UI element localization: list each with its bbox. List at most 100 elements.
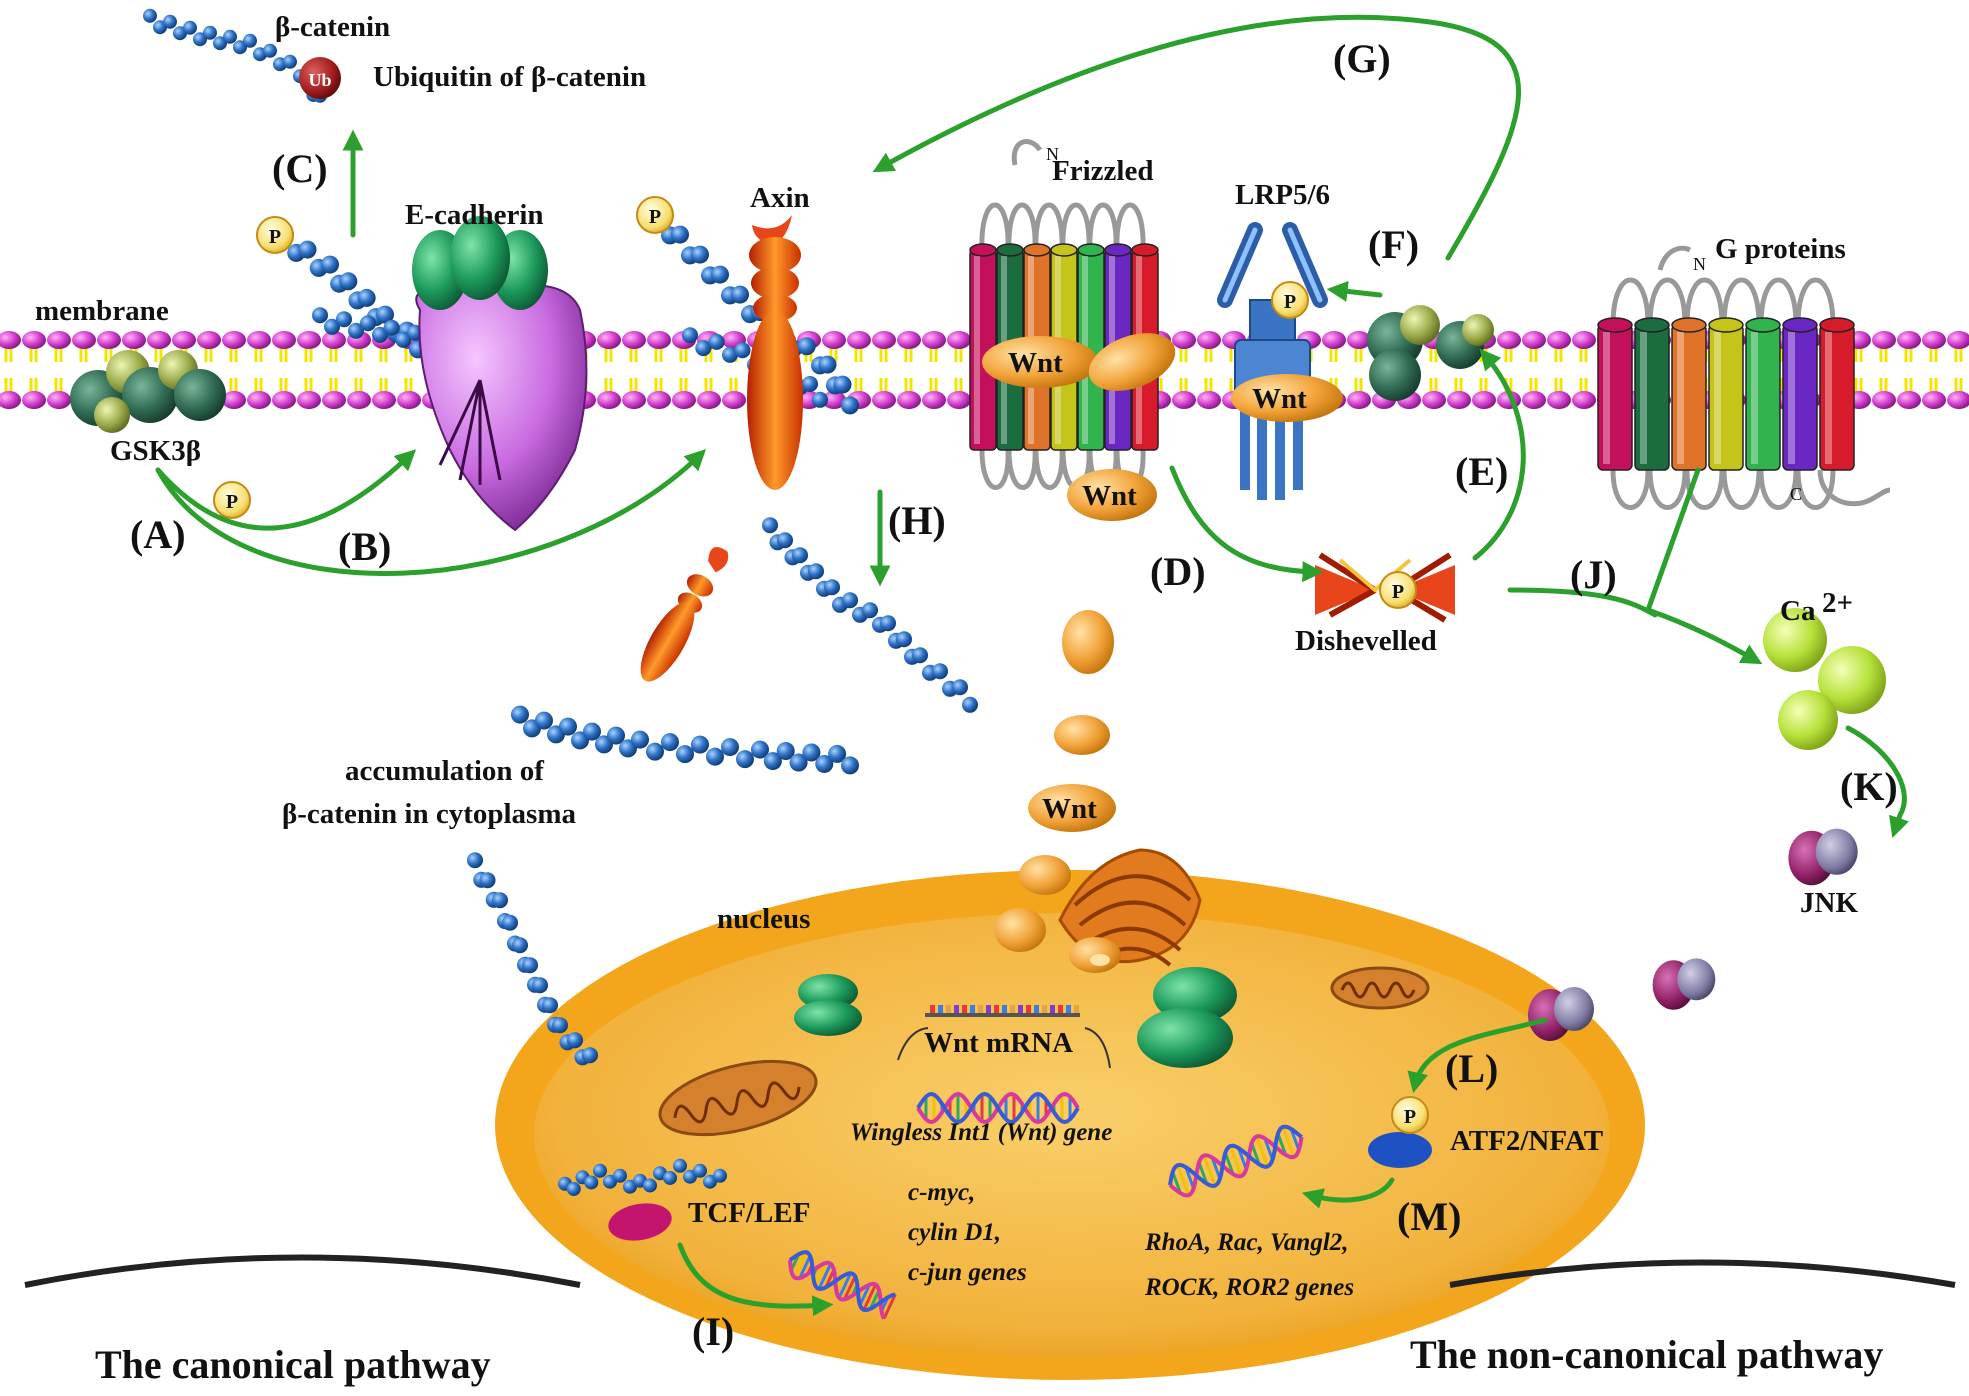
membrane-head (1897, 391, 1921, 409)
canon-genes-1: c-myc, (908, 1179, 975, 1206)
arrow-i (677, 1242, 834, 1317)
beta-catenin-bead (203, 25, 217, 40)
step-i-label: (I) (692, 1309, 734, 1354)
canon-genes-3: c-jun genes (908, 1259, 1027, 1286)
jnk-subunit (1677, 958, 1716, 1001)
arrow-f (1326, 280, 1383, 302)
step-c-label: (C) (272, 146, 328, 191)
beta-catenin-bead (695, 340, 712, 357)
calcium-charge-label: 2+ (1822, 587, 1853, 619)
wnt-mrna-label: Wnt mRNA (924, 1027, 1073, 1059)
calcium-ions (1763, 608, 1886, 750)
beta-catenin-bead (706, 747, 724, 766)
membrane-head (222, 331, 246, 349)
beta-catenin-bead (802, 743, 821, 762)
membrane-head (947, 331, 971, 349)
jnk-subunit (1554, 987, 1594, 1031)
beta-catenin-bead (792, 547, 808, 564)
membrane-head (647, 331, 671, 349)
e-cadherin-protein (412, 216, 588, 532)
beta-catenin-bead (372, 326, 388, 343)
ribosome-right (1137, 967, 1237, 1068)
beta-catenin-bead (673, 1158, 687, 1173)
membrane-head (922, 331, 946, 349)
membrane-head (347, 391, 371, 409)
wnt-mrna-strand (897, 1005, 1111, 1069)
beta-catenin-bead (502, 914, 518, 931)
dishevelled-complex-membrane (1367, 305, 1494, 401)
atf2-nfat-factor (1368, 1132, 1432, 1168)
beta-catenin-bead (339, 272, 358, 291)
step-a-label: (A) (130, 512, 186, 557)
step-g-label: (G) (1333, 36, 1391, 81)
membrane-head (397, 391, 421, 409)
beta-catenin-bead (777, 532, 793, 549)
beta-catenin-bead (321, 255, 339, 274)
wnt-ligand-cytoplasm (1028, 784, 1116, 832)
arrow-j-gprot (1645, 467, 1701, 613)
canonical-pathway-title: The canonical pathway (95, 1342, 491, 1387)
nucleus-label: nucleus (717, 903, 810, 935)
phosphate-label: P (1284, 291, 1296, 313)
beta-catenin-bead (395, 331, 412, 348)
arrow-g (872, 14, 1521, 261)
phosphate-badge (1271, 281, 1309, 319)
beta-catenin-bead (818, 355, 837, 374)
frizzled-label: Frizzled (1052, 155, 1153, 187)
wnt-vesicles (994, 610, 1121, 973)
beta-catenin-bead (661, 733, 679, 752)
membrane-head (822, 331, 846, 349)
jnk-subunit (1815, 828, 1858, 875)
beta-catenin-bead (467, 852, 483, 869)
beta-catenin-bead (584, 1175, 599, 1190)
beta-catenin-bead (952, 679, 968, 696)
beta-catenin-bead (646, 742, 664, 761)
axin-protein (747, 215, 803, 490)
wnt-label-frizzled: Wnt (1008, 347, 1063, 379)
ubiquitin-label: Ubiquitin of β-catenin (373, 61, 646, 93)
phosphate-label: P (649, 206, 661, 228)
noncanon-genes-2: ROCK, ROR2 genes (1144, 1274, 1354, 1301)
membrane-head (1872, 391, 1896, 409)
beta-catenin-bead (376, 305, 394, 324)
beta-catenin-bead (163, 14, 177, 29)
beta-catenin-bead (841, 396, 859, 415)
beta-catenin-bead (693, 1163, 707, 1178)
beta-catenin-bead (298, 240, 317, 259)
beta-catenin-bead (711, 265, 729, 284)
lrp-label: LRP5/6 (1235, 179, 1330, 211)
beta-catenin-bead (312, 307, 328, 324)
membrane-head (1522, 391, 1546, 409)
beta-catenin-bead (736, 750, 754, 769)
membrane-head (1422, 391, 1446, 409)
step-k-label: (K) (1840, 764, 1898, 809)
wnt-gene-dna (916, 1091, 1080, 1125)
beta-catenin-bead (762, 517, 778, 534)
beta-catenin-bead (763, 752, 782, 771)
membrane-head (47, 331, 71, 349)
arrow-e (1472, 348, 1526, 561)
beta-catenin-bead (828, 744, 847, 763)
beta-catenin-bead (663, 1170, 677, 1185)
phosphate-label: P (1404, 1106, 1416, 1128)
membrane-head (1472, 391, 1496, 409)
ubiquitin-badge-label: Ub (308, 70, 331, 90)
membrane-head (1347, 331, 1371, 349)
membrane-head (597, 391, 621, 409)
arrow-a (155, 449, 707, 576)
tcf-lef-label: TCF/LEF (688, 1197, 810, 1229)
beta-catenin-bead (932, 663, 948, 680)
accumulation-label-1: accumulation of (345, 755, 544, 787)
membrane-head (1172, 391, 1196, 409)
arrow-b (155, 449, 417, 531)
wnt-ligand-frizzled-right (1088, 333, 1176, 391)
beta-catenin-bead (896, 631, 912, 648)
phosphate-badge (1379, 571, 1417, 609)
noncanonical-pathway-title: The non-canonical pathway (1410, 1332, 1883, 1377)
beta-catenin-bead (808, 563, 824, 580)
arrow-k (1845, 725, 1909, 838)
noncanonical-arc (1449, 1259, 1956, 1288)
membrane-head (672, 391, 696, 409)
